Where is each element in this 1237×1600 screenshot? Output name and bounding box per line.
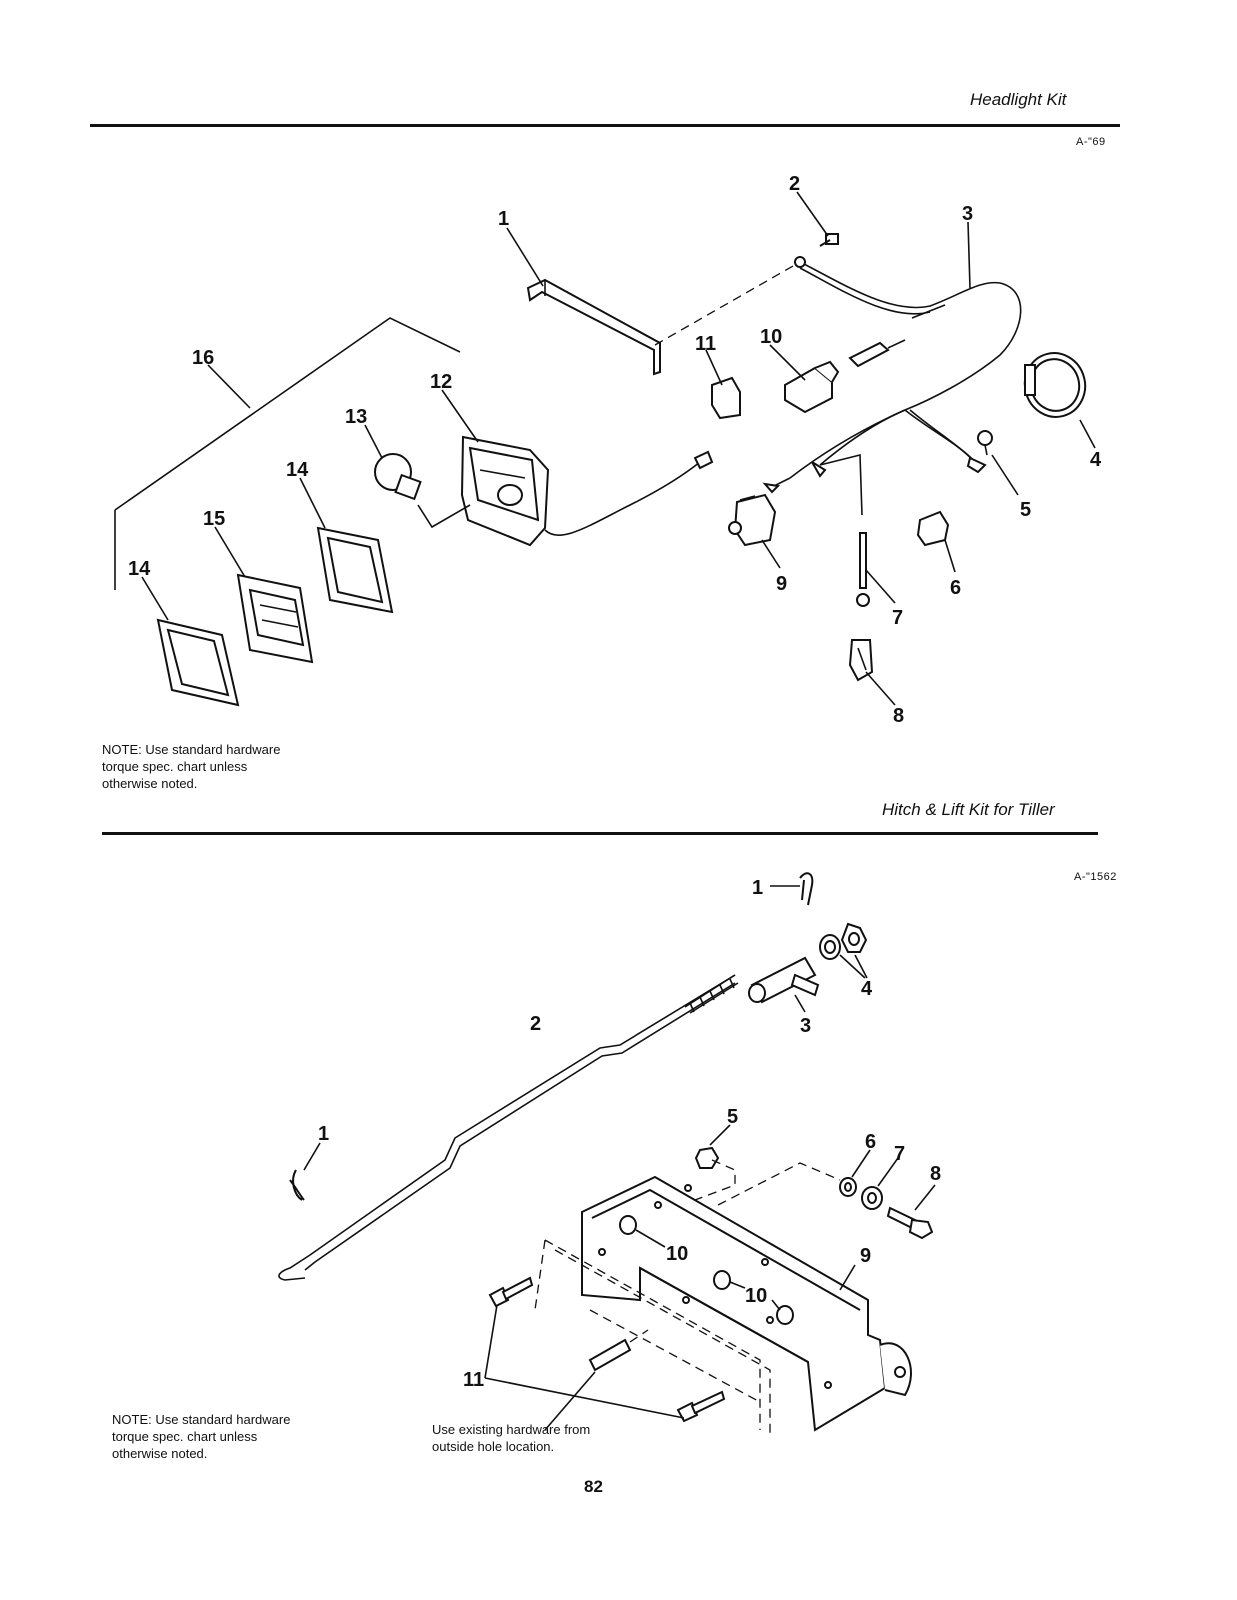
callout-12: 12	[430, 371, 452, 393]
callout-6: 6	[950, 577, 961, 599]
headlight-note: NOTE: Use standard hardware torque spec.…	[102, 741, 280, 792]
hardware-note-line-2: outside hole location.	[432, 1439, 555, 1454]
headlight-bracket	[526, 278, 661, 376]
note-line-3: otherwise noted.	[112, 1446, 208, 1461]
callout-7: 7	[894, 1143, 905, 1165]
bulb	[374, 453, 471, 529]
callout-3: 3	[800, 1015, 811, 1037]
headlight-kit-diagram: 1 2 3 4 5 6 7 8 9 10 11 12 13 14 15 14 1…	[114, 173, 1102, 727]
hose-clamp	[1023, 352, 1087, 418]
switch-9	[728, 493, 777, 547]
nut-washer-4	[819, 922, 868, 979]
page-number: 82	[584, 1477, 603, 1496]
lead-wire	[856, 532, 870, 607]
hitch-note: NOTE: Use standard hardware torque spec.…	[112, 1411, 290, 1462]
headlight-figure-id: A-"69	[1076, 136, 1106, 148]
clip-11	[711, 376, 741, 420]
callout-3: 3	[962, 203, 973, 225]
callout-8: 8	[930, 1163, 941, 1185]
carriage-bolts-11	[484, 1276, 726, 1431]
gasket-right	[316, 526, 394, 614]
frame-outline-dashed	[534, 1239, 771, 1435]
callout-5: 5	[727, 1106, 738, 1128]
wire-harness	[762, 256, 1022, 516]
section-divider-top	[90, 124, 1120, 127]
hitch-lift-kit-title: Hitch & Lift Kit for Tiller	[882, 800, 1055, 819]
hairpin-clip-bottom	[289, 1142, 321, 1201]
callout-1: 1	[498, 208, 509, 230]
headlight-kit-title: Headlight Kit	[970, 90, 1067, 109]
callout-10-upper: 10	[666, 1243, 688, 1265]
washers-10	[619, 1215, 856, 1325]
hairpin-clip-top	[770, 872, 814, 906]
gasket-left	[156, 618, 240, 707]
inline-connector	[848, 339, 906, 368]
assembly-bracket-16	[114, 317, 461, 590]
callout-7: 7	[892, 607, 903, 629]
callout-16: 16	[192, 347, 214, 369]
callout-11: 11	[463, 1369, 484, 1391]
callout-2: 2	[789, 173, 800, 195]
connector-10	[784, 360, 840, 414]
section-divider-middle	[102, 832, 1098, 835]
screw-5	[977, 430, 993, 456]
lens	[236, 573, 314, 664]
callout-9: 9	[860, 1245, 871, 1267]
callout-1-top: 1	[752, 877, 763, 899]
callout-15: 15	[203, 508, 225, 530]
headlight-leader-lines	[141, 191, 1096, 706]
callout-10-lower: 10	[745, 1285, 767, 1307]
note-line-1: NOTE: Use standard hardware	[112, 1412, 291, 1427]
callout-14-left: 14	[128, 558, 151, 580]
nut-5	[694, 1124, 736, 1201]
note-line-2: torque spec. chart unless	[102, 759, 248, 774]
terminal-8	[848, 639, 874, 682]
callout-14-right: 14	[286, 459, 309, 481]
note-line-3: otherwise noted.	[102, 776, 198, 791]
callout-6: 6	[865, 1131, 876, 1153]
hardware-note: Use existing hardware from outside hole …	[432, 1421, 590, 1455]
callout-9: 9	[776, 573, 787, 595]
callout-4: 4	[861, 978, 873, 1000]
callout-8: 8	[893, 705, 904, 727]
callout-1-bottom: 1	[318, 1123, 329, 1145]
callout-5: 5	[1020, 499, 1031, 521]
note-line-2: torque spec. chart unless	[112, 1429, 258, 1444]
lift-rod	[278, 974, 739, 1281]
callout-2: 2	[530, 1013, 541, 1035]
swivel-3	[748, 956, 820, 1013]
washers-bolt	[717, 1149, 936, 1240]
hardware-note-line-1: Use existing hardware from	[432, 1422, 591, 1437]
clip-6	[916, 510, 950, 547]
headlight-housing	[460, 435, 714, 547]
hitch-bracket	[581, 1175, 912, 1432]
note-line-1: NOTE: Use standard hardware	[102, 742, 281, 757]
hitch-lift-kit-diagram: 1 1 2 3 4 5 6 7 8 9 10 10 11	[278, 872, 941, 1435]
callout-13: 13	[345, 406, 367, 428]
callout-4: 4	[1090, 449, 1102, 471]
hitch-figure-id: A-"1562	[1074, 871, 1117, 883]
callout-11: 11	[695, 333, 716, 355]
callout-10: 10	[760, 326, 782, 348]
screw-2	[819, 233, 839, 247]
